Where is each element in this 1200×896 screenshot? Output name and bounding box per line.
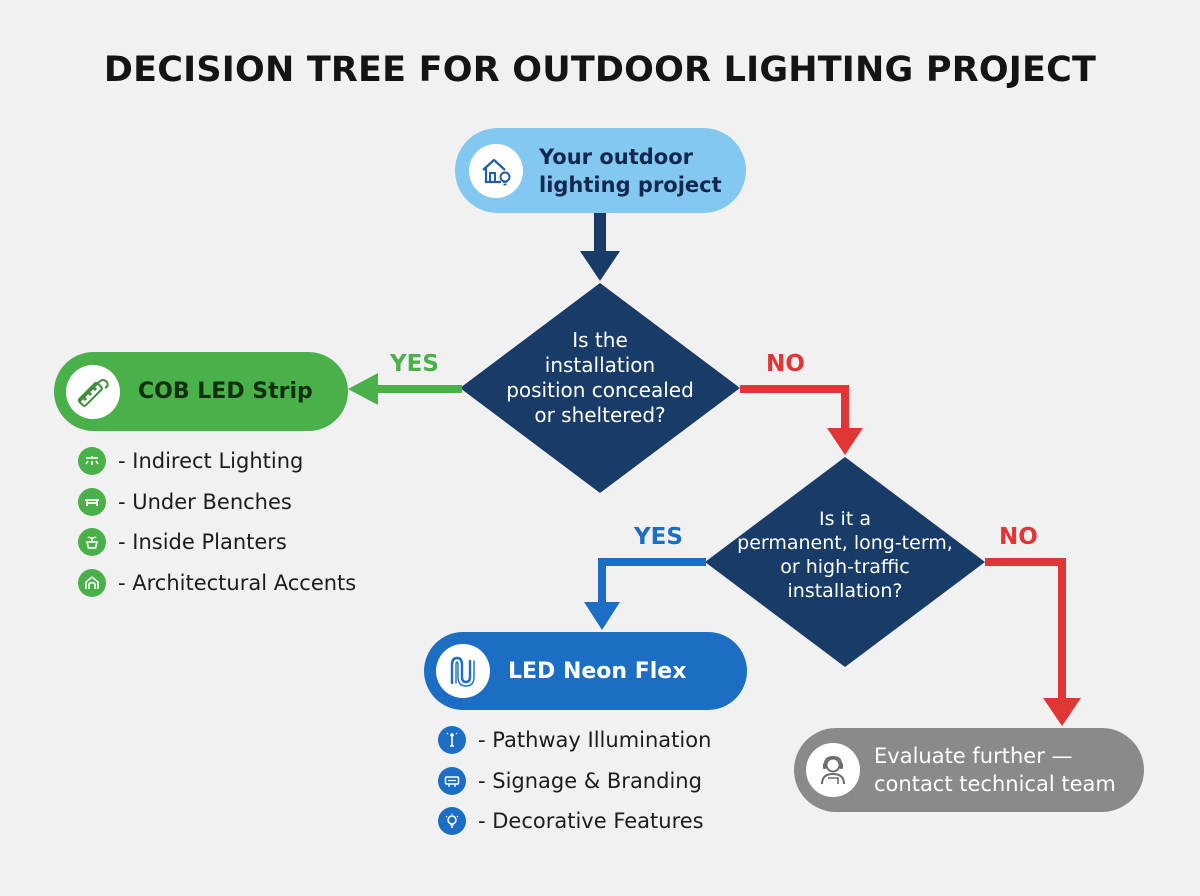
- list-item: - Decorative Features: [438, 801, 711, 842]
- list-item: - Architectural Accents: [78, 563, 356, 604]
- page-title: DECISION TREE FOR OUTDOOR LIGHTING PROJE…: [103, 50, 1097, 90]
- list-item: - Inside Planters: [78, 522, 356, 563]
- list-item: - Under Benches: [78, 482, 356, 523]
- led-neon-flex-node: LED Neon Flex: [424, 632, 747, 710]
- indirect-light-icon: [78, 447, 106, 476]
- list-item: - Signage & Branding: [438, 761, 711, 802]
- cob-led-strip-label: COB LED Strip: [138, 379, 313, 404]
- decision-2-no-label: NO: [999, 524, 1038, 550]
- house-lightbulb-icon: [469, 143, 523, 198]
- planter-icon: [78, 528, 106, 557]
- bulb-icon: [438, 807, 466, 836]
- decision-1-question: Is the installation position concealed o…: [506, 328, 694, 427]
- arrow-no-to-decision-2: [740, 385, 863, 455]
- cob-led-strip-features: - Indirect Lighting - Under Benches - In…: [78, 441, 356, 603]
- evaluate-further-label: Evaluate further — contact technical tea…: [874, 744, 1116, 796]
- decision-1-yes-label: YES: [390, 351, 439, 377]
- list-item: - Indirect Lighting: [78, 441, 356, 482]
- decision-2-question: Is it a permanent, long-term, or high-tr…: [737, 508, 953, 602]
- pathway-light-icon: [438, 726, 466, 755]
- start-node: Your outdoor lighting project: [455, 128, 746, 213]
- list-item: - Pathway Illumination: [438, 720, 711, 761]
- arrow-yes-to-cob-strip: [348, 373, 462, 405]
- technician-icon: [806, 743, 860, 797]
- decision-1-no-label: NO: [766, 351, 805, 377]
- arrow-yes-to-neon-flex: [584, 558, 706, 630]
- neon-tube-icon: [436, 644, 490, 698]
- sign-icon: [438, 766, 466, 795]
- arrow-no-to-evaluate: [985, 558, 1081, 726]
- cob-led-strip-node: COB LED Strip: [54, 352, 348, 431]
- evaluate-further-node: Evaluate further — contact technical tea…: [794, 728, 1144, 812]
- bench-icon: [78, 487, 106, 516]
- led-neon-flex-label: LED Neon Flex: [508, 658, 687, 684]
- led-strip-icon: [66, 364, 120, 419]
- arch-icon: [78, 568, 106, 597]
- arrow-start-to-decision-1: [580, 213, 620, 281]
- led-neon-flex-features: - Pathway Illumination - Signage & Brand…: [438, 720, 711, 842]
- decision-diamond-2: [705, 457, 985, 667]
- decision-2-yes-label: YES: [634, 524, 683, 550]
- start-label: Your outdoor lighting project: [539, 144, 722, 197]
- decision-diamond-1: [460, 283, 740, 493]
